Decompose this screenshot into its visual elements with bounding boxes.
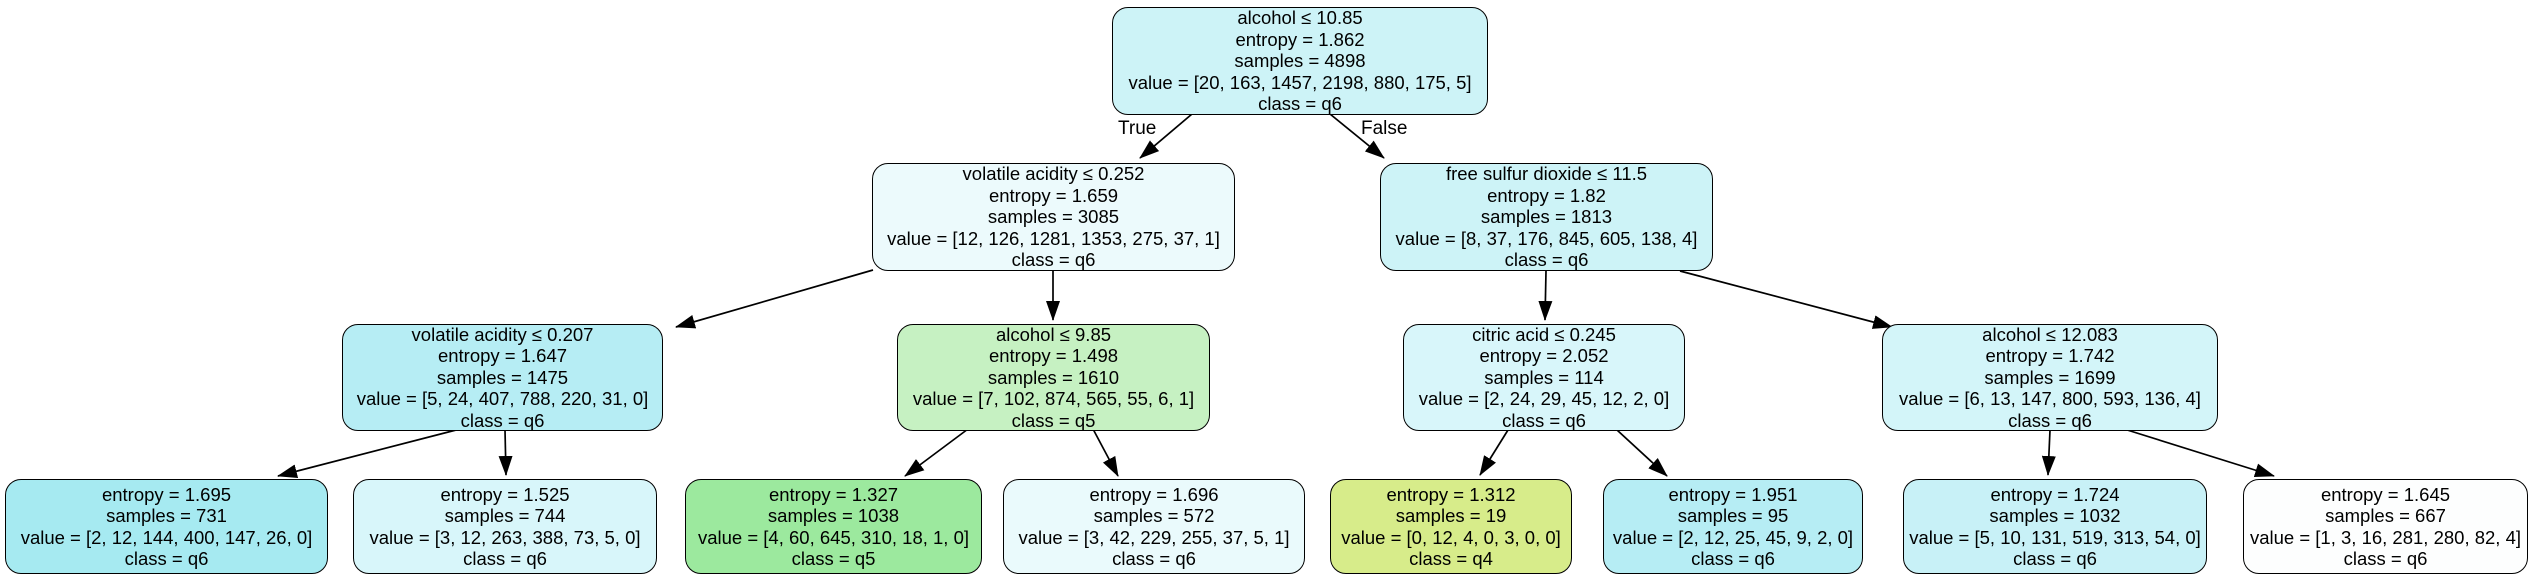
false-branch-label: False xyxy=(1361,118,1408,139)
condition-text: alcohol ≤ 10.85 xyxy=(1237,7,1363,29)
value-text: value = [3, 12, 263, 388, 73, 5, 0] xyxy=(369,526,641,548)
class-text: class = q6 xyxy=(460,409,545,431)
class-text: class = q6 xyxy=(1112,547,1196,569)
leaf-node-7: entropy = 1.724 samples = 1032 value = [… xyxy=(1903,479,2207,574)
value-text: value = [20, 163, 1457, 2198, 880, 175, … xyxy=(1128,71,1472,93)
class-text: class = q6 xyxy=(1691,547,1775,569)
value-text: value = [3, 42, 229, 255, 37, 5, 1] xyxy=(1018,526,1290,548)
leaf-node-8: entropy = 1.645 samples = 667 value = [1… xyxy=(2243,479,2528,574)
leaf-node-1: entropy = 1.695 samples = 731 value = [2… xyxy=(5,479,328,574)
value-text: value = [2, 24, 29, 45, 12, 2, 0] xyxy=(1418,388,1670,410)
edge-root-to-depth1-right xyxy=(1329,113,1385,159)
samples-text: samples = 19 xyxy=(1395,505,1507,527)
samples-text: samples = 4898 xyxy=(1234,50,1366,72)
class-text: class = q6 xyxy=(463,547,547,569)
value-text: value = [7, 102, 874, 565, 55, 6, 1] xyxy=(912,388,1195,410)
value-text: value = [12, 126, 1281, 1353, 275, 37, 1… xyxy=(887,227,1220,249)
class-text: class = q6 xyxy=(1011,249,1096,271)
condition-text: volatile acidity ≤ 0.207 xyxy=(411,323,594,345)
entropy-text: entropy = 1.695 xyxy=(101,483,232,505)
samples-text: samples = 114 xyxy=(1484,366,1604,388)
condition-text: citric acid ≤ 0.245 xyxy=(1472,323,1616,345)
class-text: class = q6 xyxy=(1258,93,1342,115)
entropy-text: entropy = 1.742 xyxy=(1985,345,2115,367)
true-branch-label: True xyxy=(1118,118,1157,139)
node-depth1-left: volatile acidity ≤ 0.252 entropy = 1.659… xyxy=(872,163,1235,271)
class-text: class = q6 xyxy=(124,547,209,569)
entropy-text: entropy = 2.052 xyxy=(1479,345,1609,367)
node-depth1-right: free sulfur dioxide ≤ 11.5 entropy = 1.8… xyxy=(1380,163,1713,271)
leaf-node-5: entropy = 1.312 samples = 19 value = [0,… xyxy=(1330,479,1572,574)
value-text: value = [4, 60, 645, 310, 18, 1, 0] xyxy=(697,526,970,548)
node-depth2-3: citric acid ≤ 0.245 entropy = 2.052 samp… xyxy=(1403,324,1685,431)
value-text: value = [0, 12, 4, 0, 3, 0, 0] xyxy=(1341,526,1561,548)
entropy-text: entropy = 1.659 xyxy=(988,184,1119,206)
samples-text: samples = 1813 xyxy=(1480,206,1613,228)
edge-d2-4-to-leaf-7 xyxy=(2041,429,2056,476)
edge-d1right-to-d2-3 xyxy=(1538,270,1553,321)
samples-text: samples = 1610 xyxy=(987,366,1120,388)
entropy-text: entropy = 1.498 xyxy=(988,345,1119,367)
entropy-text: entropy = 1.525 xyxy=(440,483,570,505)
condition-text: alcohol ≤ 12.083 xyxy=(1982,323,2118,345)
samples-text: samples = 3085 xyxy=(987,206,1120,228)
value-text: value = [6, 13, 147, 800, 593, 136, 4] xyxy=(1899,388,2201,410)
value-text: value = [1, 3, 16, 281, 280, 82, 4] xyxy=(2249,526,2522,548)
samples-text: samples = 667 xyxy=(2325,505,2446,527)
samples-text: samples = 1038 xyxy=(767,505,900,527)
condition-text: free sulfur dioxide ≤ 11.5 xyxy=(1445,163,1648,185)
class-text: class = q6 xyxy=(2013,547,2097,569)
entropy-text: entropy = 1.862 xyxy=(1235,28,1365,50)
edge-d2-2-to-leaf-3 xyxy=(904,428,969,477)
condition-text: volatile acidity ≤ 0.252 xyxy=(962,163,1145,185)
entropy-text: entropy = 1.696 xyxy=(1089,483,1219,505)
entropy-text: entropy = 1.951 xyxy=(1668,483,1798,505)
samples-text: samples = 95 xyxy=(1677,505,1789,527)
node-depth2-1: volatile acidity ≤ 0.207 entropy = 1.647… xyxy=(342,324,663,431)
edge-d2-1-to-leaf-1 xyxy=(277,428,461,479)
edge-d1right-to-d2-4 xyxy=(1679,270,1893,329)
samples-text: samples = 1699 xyxy=(1984,366,2116,388)
condition-text: alcohol ≤ 9.85 xyxy=(995,323,1112,345)
class-text: class = q6 xyxy=(2008,409,2092,431)
samples-text: samples = 744 xyxy=(444,505,566,527)
edge-d2-1-to-leaf-2 xyxy=(498,429,513,476)
samples-text: samples = 572 xyxy=(1093,505,1215,527)
leaf-node-2: entropy = 1.525 samples = 744 value = [3… xyxy=(353,479,657,574)
leaf-node-6: entropy = 1.951 samples = 95 value = [2,… xyxy=(1603,479,1863,574)
edge-d2-2-to-leaf-4 xyxy=(1092,428,1119,477)
value-text: value = [5, 10, 131, 519, 313, 54, 0] xyxy=(1909,526,2201,548)
samples-text: samples = 1032 xyxy=(1989,505,2121,527)
entropy-text: entropy = 1.645 xyxy=(2320,483,2451,505)
class-text: class = q4 xyxy=(1409,547,1493,569)
edge-d2-3-to-leaf-5 xyxy=(1479,429,1509,476)
class-text: class = q5 xyxy=(791,547,876,569)
leaf-node-3: entropy = 1.327 samples = 1038 value = [… xyxy=(685,479,982,574)
entropy-text: entropy = 1.82 xyxy=(1487,184,1606,206)
entropy-text: entropy = 1.312 xyxy=(1386,483,1516,505)
leaf-node-4: entropy = 1.696 samples = 572 value = [3… xyxy=(1003,479,1305,574)
entropy-text: entropy = 1.647 xyxy=(437,345,568,367)
edge-d2-3-to-leaf-6 xyxy=(1616,429,1668,477)
value-text: value = [8, 37, 176, 845, 605, 138, 4] xyxy=(1395,227,1698,249)
class-text: class = q6 xyxy=(2343,547,2428,569)
edge-d2-4-to-leaf-8 xyxy=(2123,428,2275,477)
node-root: alcohol ≤ 10.85 entropy = 1.862 samples … xyxy=(1112,7,1488,115)
samples-text: samples = 731 xyxy=(106,505,227,527)
entropy-text: entropy = 1.327 xyxy=(768,483,899,505)
class-text: class = q5 xyxy=(1011,409,1096,431)
samples-text: samples = 1475 xyxy=(436,366,569,388)
edge-d1left-to-d2-1 xyxy=(675,269,874,329)
entropy-text: entropy = 1.724 xyxy=(1990,483,2120,505)
class-text: class = q6 xyxy=(1504,249,1589,271)
edge-root-to-depth1-left xyxy=(1139,113,1193,159)
value-text: value = [5, 24, 407, 788, 220, 31, 0] xyxy=(356,388,649,410)
class-text: class = q6 xyxy=(1502,409,1586,431)
node-depth2-4: alcohol ≤ 12.083 entropy = 1.742 samples… xyxy=(1882,324,2218,431)
value-text: value = [2, 12, 25, 45, 9, 2, 0] xyxy=(1612,526,1854,548)
value-text: value = [2, 12, 144, 400, 147, 26, 0] xyxy=(20,526,313,548)
node-depth2-2: alcohol ≤ 9.85 entropy = 1.498 samples =… xyxy=(897,324,1210,431)
